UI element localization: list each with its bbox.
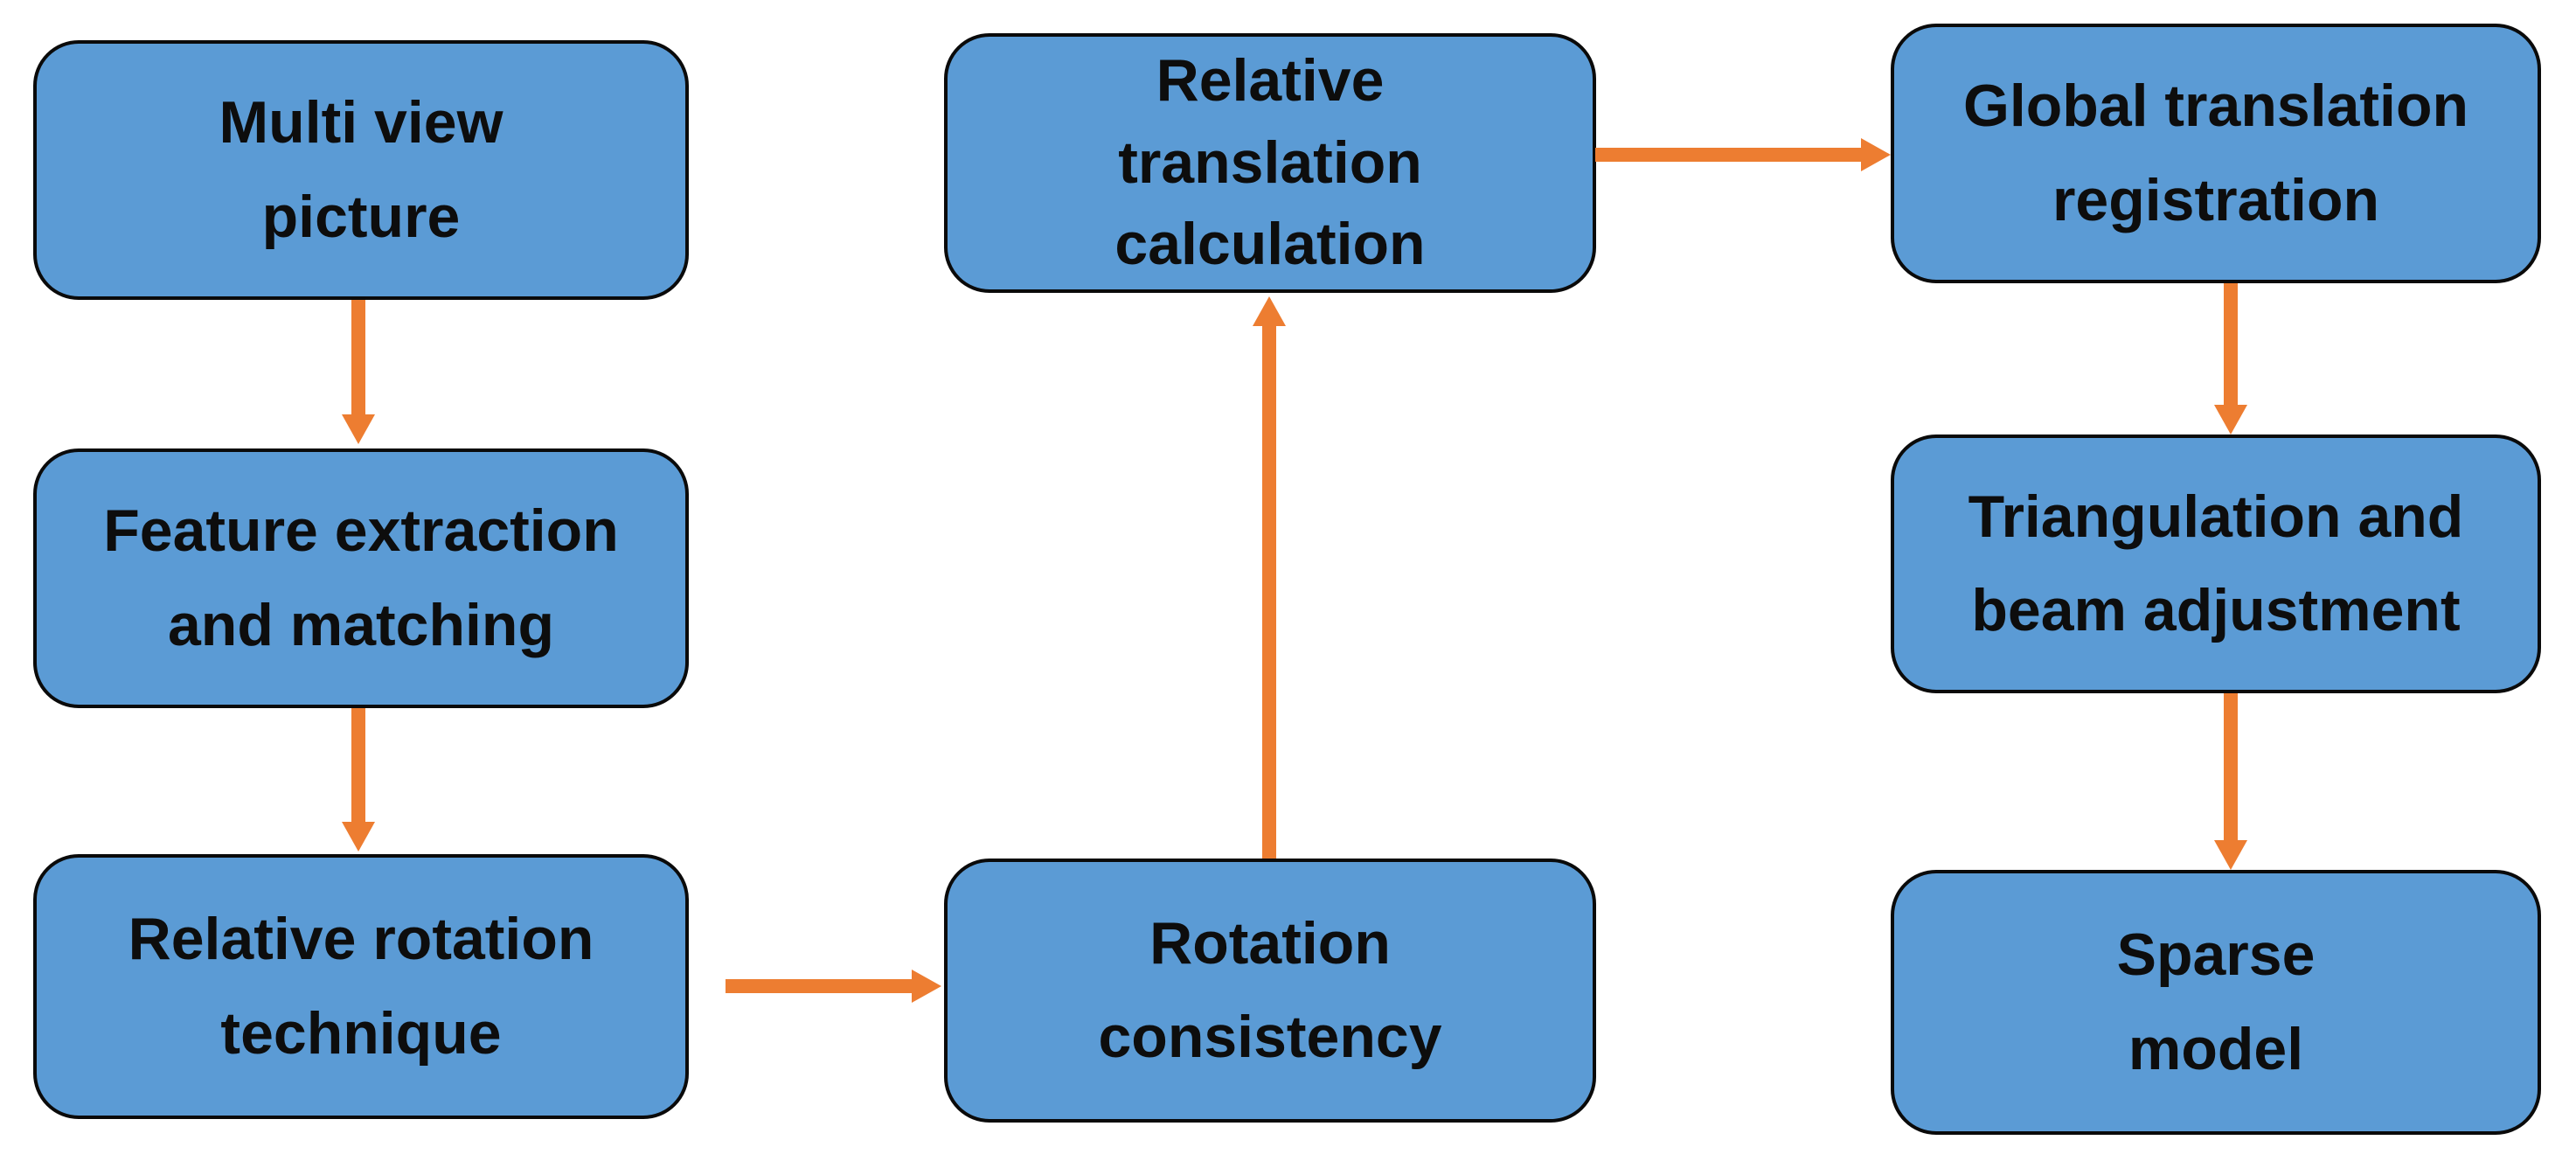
- arrow-shaft: [2224, 283, 2238, 405]
- arrow-head-down-icon: [2214, 840, 2247, 870]
- arrow-head-down-icon: [342, 414, 375, 444]
- arrow-shaft: [351, 708, 365, 822]
- arrow-shaft: [1595, 148, 1861, 162]
- node-sparse-model: Sparse model: [1891, 870, 2541, 1135]
- arrow-head-down-icon: [2214, 405, 2247, 435]
- arrow-shaft: [726, 979, 912, 993]
- arrow-head-right-icon: [912, 970, 941, 1003]
- arrow-shaft: [351, 300, 365, 414]
- node-relative-translation-calculation: Relative translation calculation: [944, 33, 1596, 293]
- node-rotation-consistency: Rotation consistency: [944, 859, 1596, 1123]
- node-feature-extraction-and-matching: Feature extraction and matching: [33, 448, 689, 708]
- arrow-head-down-icon: [342, 822, 375, 852]
- arrow-shaft: [1262, 326, 1276, 859]
- node-multi-view-picture: Multi view picture: [33, 40, 689, 300]
- arrow-shaft: [2224, 693, 2238, 840]
- arrow-head-up-icon: [1253, 296, 1286, 326]
- node-global-translation-registration: Global translation registration: [1891, 24, 2541, 283]
- node-relative-rotation-technique: Relative rotation technique: [33, 854, 689, 1119]
- node-triangulation-and-beam-adjustment: Triangulation and beam adjustment: [1891, 435, 2541, 693]
- arrow-head-right-icon: [1861, 138, 1891, 171]
